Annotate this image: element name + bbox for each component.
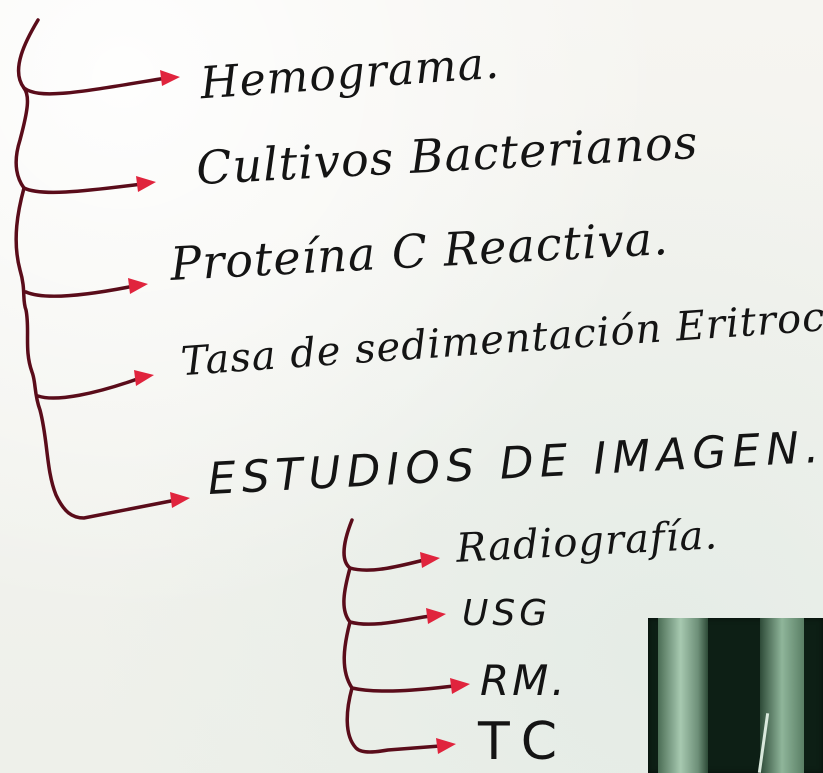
sub-arrowhead-2 <box>426 608 446 624</box>
branch-3 <box>24 284 136 299</box>
branch-1 <box>22 76 168 96</box>
sub-arrowhead-4 <box>436 738 456 754</box>
arrowhead-5 <box>170 492 190 508</box>
arrowhead-4 <box>134 370 154 386</box>
sub-branch-2 <box>348 614 432 626</box>
branch-2 <box>22 182 144 195</box>
imaging-item-tc: TC <box>478 712 572 772</box>
imaging-item-rm: RM. <box>480 656 568 705</box>
xray-bone-left <box>658 618 708 773</box>
arrowhead-1 <box>160 70 180 86</box>
sub-arrowhead-3 <box>450 678 470 694</box>
xray-bone-right <box>760 618 804 773</box>
arrowhead-3 <box>128 278 148 294</box>
xray-photo <box>648 618 823 773</box>
branch-4 <box>36 376 142 400</box>
sub-branch-3 <box>350 684 456 693</box>
arrowhead-2 <box>136 176 156 192</box>
sub-arrowhead-1 <box>420 552 440 568</box>
main-bracket-line <box>14 18 178 520</box>
sub-branch-1 <box>348 558 426 572</box>
imaging-item-usg: USG <box>462 593 552 634</box>
